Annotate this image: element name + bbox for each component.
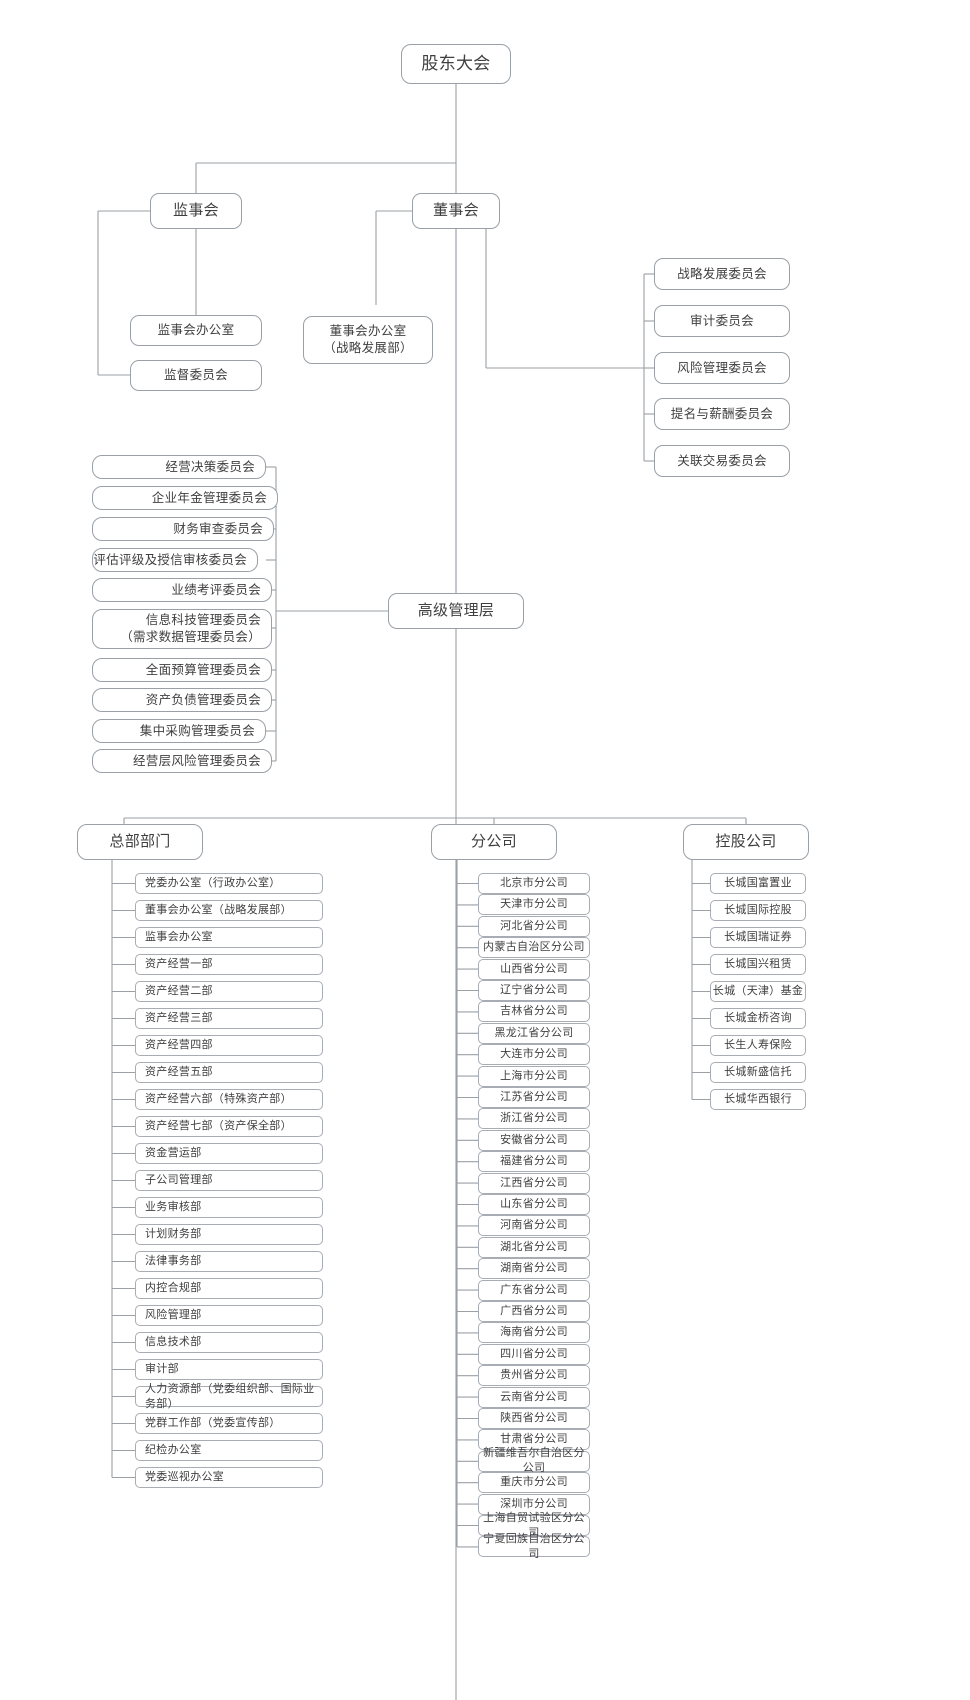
branch-company[interactable]: 辽宁省分公司 bbox=[478, 980, 590, 1001]
node-board-committee[interactable]: 关联交易委员会 bbox=[654, 445, 790, 477]
branch-company[interactable]: 广东省分公司 bbox=[478, 1279, 590, 1301]
node-management-committee[interactable]: 资产负债管理委员会 bbox=[92, 688, 272, 712]
branch-company[interactable]: 安徽省分公司 bbox=[478, 1129, 590, 1151]
node-shareholders-meeting[interactable]: 股东大会 bbox=[401, 44, 511, 84]
headquarters-department[interactable]: 资产经营四部 bbox=[135, 1035, 323, 1056]
headquarters-department[interactable]: 内控合规部 bbox=[135, 1278, 323, 1299]
node-management-committee[interactable]: 集中采购管理委员会 bbox=[92, 719, 266, 743]
holding-company[interactable]: 长城国瑞证券 bbox=[710, 927, 806, 948]
headquarters-department[interactable]: 资金营运部 bbox=[135, 1143, 323, 1164]
headquarters-department[interactable]: 资产经营三部 bbox=[135, 1008, 323, 1029]
holding-company[interactable]: 长城国际控股 bbox=[710, 900, 806, 921]
headquarters-department[interactable]: 党群工作部（党委宣传部） bbox=[135, 1413, 323, 1434]
branch-company[interactable]: 浙江省分公司 bbox=[478, 1108, 590, 1130]
holding-company[interactable]: 长生人寿保险 bbox=[710, 1035, 806, 1056]
branch-company[interactable]: 内蒙古自治区分公司 bbox=[478, 937, 590, 959]
branch-company[interactable]: 上海市分公司 bbox=[478, 1065, 590, 1087]
branch-company[interactable]: 湖北省分公司 bbox=[478, 1236, 590, 1258]
branch-company[interactable]: 海南省分公司 bbox=[478, 1322, 590, 1344]
headquarters-department[interactable]: 纪检办公室 bbox=[135, 1440, 323, 1461]
node-supervision-committee[interactable]: 监督委员会 bbox=[130, 360, 262, 391]
node-management-committee[interactable]: 经营决策委员会 bbox=[92, 455, 266, 479]
node-management-committee[interactable]: 财务审查委员会 bbox=[92, 517, 274, 541]
node-supervisory-board[interactable]: 监事会 bbox=[150, 193, 242, 229]
headquarters-department[interactable]: 业务审核部 bbox=[135, 1197, 323, 1218]
branch-company[interactable]: 河北省分公司 bbox=[478, 915, 590, 937]
branch-company[interactable]: 广西省分公司 bbox=[478, 1301, 590, 1322]
branch-company[interactable]: 山东省分公司 bbox=[478, 1194, 590, 1215]
node-management-committee[interactable]: 评估评级及授信审核委员会 bbox=[92, 548, 258, 572]
headquarters-department[interactable]: 审计部 bbox=[135, 1359, 323, 1380]
node-management-committee[interactable]: 经营层风险管理委员会 bbox=[92, 749, 272, 773]
node-management-committee[interactable]: 信息科技管理委员会 （需求数据管理委员会） bbox=[92, 609, 272, 649]
holding-company[interactable]: 长城新盛信托 bbox=[710, 1062, 806, 1083]
holding-company[interactable]: 长城华西银行 bbox=[710, 1089, 806, 1110]
branch-company[interactable]: 北京市分公司 bbox=[478, 873, 590, 894]
node-supervisory-office[interactable]: 监事会办公室 bbox=[130, 315, 262, 346]
node-board-of-directors[interactable]: 董事会 bbox=[412, 193, 500, 229]
headquarters-department[interactable]: 党委办公室（行政办公室） bbox=[135, 873, 323, 894]
node-group-branches[interactable]: 分公司 bbox=[431, 824, 557, 860]
headquarters-department[interactable]: 信息技术部 bbox=[135, 1332, 323, 1353]
branch-company[interactable]: 新疆维吾尔自治区分公司 bbox=[478, 1447, 590, 1474]
holding-company[interactable]: 长城（天津）基金 bbox=[710, 981, 806, 1002]
headquarters-department[interactable]: 资产经营一部 bbox=[135, 954, 323, 975]
holding-company[interactable]: 长城国兴租赁 bbox=[710, 954, 806, 975]
branch-company[interactable]: 湖南省分公司 bbox=[478, 1258, 590, 1280]
node-group-headquarters[interactable]: 总部部门 bbox=[77, 824, 203, 860]
branch-company[interactable]: 甘肃省分公司 bbox=[478, 1429, 590, 1451]
node-board-committee[interactable]: 审计委员会 bbox=[654, 305, 790, 337]
node-group-holdings[interactable]: 控股公司 bbox=[683, 824, 809, 860]
holding-company[interactable]: 长城金桥咨询 bbox=[710, 1008, 806, 1029]
branch-company[interactable]: 大连市分公司 bbox=[478, 1044, 590, 1066]
headquarters-department[interactable]: 风险管理部 bbox=[135, 1305, 323, 1326]
node-board-committee[interactable]: 风险管理委员会 bbox=[654, 352, 790, 384]
node-management-committee[interactable]: 业绩考评委员会 bbox=[92, 578, 272, 602]
headquarters-department[interactable]: 人力资源部（党委组织部、国际业务部） bbox=[135, 1383, 323, 1410]
branch-company[interactable]: 贵州省分公司 bbox=[478, 1365, 590, 1387]
branch-company[interactable]: 四川省分公司 bbox=[478, 1343, 590, 1365]
branch-company[interactable]: 黑龙江省分公司 bbox=[478, 1022, 590, 1044]
node-board-committee[interactable]: 提名与薪酬委员会 bbox=[654, 398, 790, 430]
branch-company[interactable]: 宁夏回族自治区分公司 bbox=[478, 1533, 590, 1560]
branch-company[interactable]: 福建省分公司 bbox=[478, 1151, 590, 1173]
headquarters-department[interactable]: 资产经营二部 bbox=[135, 981, 323, 1002]
headquarters-department[interactable]: 董事会办公室（战略发展部） bbox=[135, 900, 323, 921]
headquarters-department[interactable]: 计划财务部 bbox=[135, 1224, 323, 1245]
headquarters-department[interactable]: 资产经营六部（特殊资产部） bbox=[135, 1089, 323, 1110]
headquarters-department[interactable]: 监事会办公室 bbox=[135, 927, 323, 948]
branch-company[interactable]: 江苏省分公司 bbox=[478, 1087, 590, 1108]
node-board-committee[interactable]: 战略发展委员会 bbox=[654, 258, 790, 290]
branch-company[interactable]: 上海自贸试验区分公司 bbox=[478, 1512, 590, 1539]
branch-company[interactable]: 重庆市分公司 bbox=[478, 1472, 590, 1494]
holding-company[interactable]: 长城国富置业 bbox=[710, 873, 806, 894]
branch-company[interactable]: 江西省分公司 bbox=[478, 1172, 590, 1194]
headquarters-department[interactable]: 法律事务部 bbox=[135, 1251, 323, 1272]
headquarters-department[interactable]: 党委巡视办公室 bbox=[135, 1467, 323, 1488]
node-management-committee[interactable]: 全面预算管理委员会 bbox=[92, 658, 272, 682]
node-management-committee[interactable]: 企业年金管理委员会 bbox=[92, 486, 278, 510]
node-senior-management[interactable]: 高级管理层 bbox=[388, 593, 524, 629]
branch-company[interactable]: 山西省分公司 bbox=[478, 958, 590, 980]
node-board-office[interactable]: 董事会办公室 （战略发展部） bbox=[303, 316, 433, 364]
branch-company[interactable]: 吉林省分公司 bbox=[478, 1001, 590, 1023]
headquarters-department[interactable]: 资产经营七部（资产保全部） bbox=[135, 1116, 323, 1137]
branch-company[interactable]: 天津市分公司 bbox=[478, 894, 590, 916]
branch-company[interactable]: 河南省分公司 bbox=[478, 1215, 590, 1237]
branch-company[interactable]: 深圳市分公司 bbox=[478, 1493, 590, 1515]
headquarters-department[interactable]: 资产经营五部 bbox=[135, 1062, 323, 1083]
branch-company[interactable]: 陕西省分公司 bbox=[478, 1408, 590, 1429]
branch-company[interactable]: 云南省分公司 bbox=[478, 1386, 590, 1408]
headquarters-department[interactable]: 子公司管理部 bbox=[135, 1170, 323, 1191]
